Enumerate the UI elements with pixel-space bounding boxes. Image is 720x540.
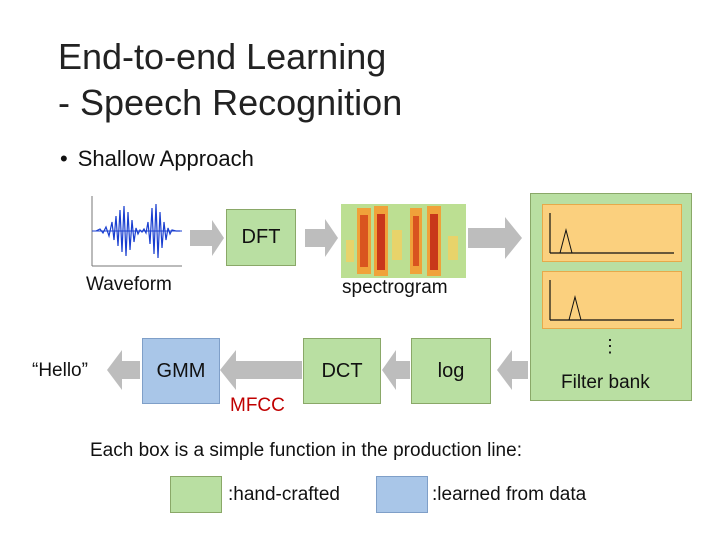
log-box: log (411, 338, 491, 404)
waveform-image (91, 196, 182, 267)
hello-output: “Hello” (32, 360, 88, 381)
bullet-marker: • (60, 146, 68, 171)
filter-1 (542, 204, 682, 262)
legend-learned-label: :learned from data (432, 484, 587, 505)
bullet-text: Shallow Approach (77, 146, 254, 171)
arrow-dft-to-spectrogram (305, 219, 338, 257)
dft-label: DFT (241, 226, 281, 248)
spectrogram-label: spectrogram (342, 277, 448, 298)
legend-hand-crafted-swatch (170, 476, 222, 513)
legend-learned-swatch (376, 476, 428, 513)
explanation-text: Each box is a simple function in the pro… (90, 440, 522, 461)
legend-hand-crafted-label: :hand-crafted (228, 484, 340, 505)
arrow-dct-to-gmm (220, 350, 302, 390)
arrow-gmm-to-hello (107, 350, 140, 390)
arrow-filterbank-to-log (497, 350, 528, 390)
arrow-log-to-dct (382, 350, 410, 390)
arrow-waveform-to-dft (190, 220, 224, 256)
filter-ellipsis: ⋮ (601, 336, 619, 356)
dft-box: DFT (226, 209, 296, 266)
filter-bank-label: Filter bank (561, 372, 650, 393)
title-line-1: End-to-end Learning (58, 36, 387, 77)
title-line-2: - Speech Recognition (58, 82, 403, 123)
mfcc-label: MFCC (230, 395, 285, 416)
filter-1-curve (549, 213, 674, 254)
log-label: log (437, 359, 465, 382)
filter-2 (542, 271, 682, 329)
filter-2-curve (549, 280, 674, 321)
arrow-spectrogram-to-filterbank (468, 217, 522, 259)
dct-box: DCT (303, 338, 381, 404)
waveform-label: Waveform (86, 274, 172, 295)
gmm-label: GMM (156, 359, 206, 382)
dct-label: DCT (321, 359, 363, 382)
bullet-shallow-approach: • Shallow Approach (60, 146, 254, 172)
gmm-box: GMM (142, 338, 220, 404)
slide-title: End-to-end Learning - Speech Recognition (58, 34, 402, 126)
spectrogram-image (341, 204, 466, 278)
